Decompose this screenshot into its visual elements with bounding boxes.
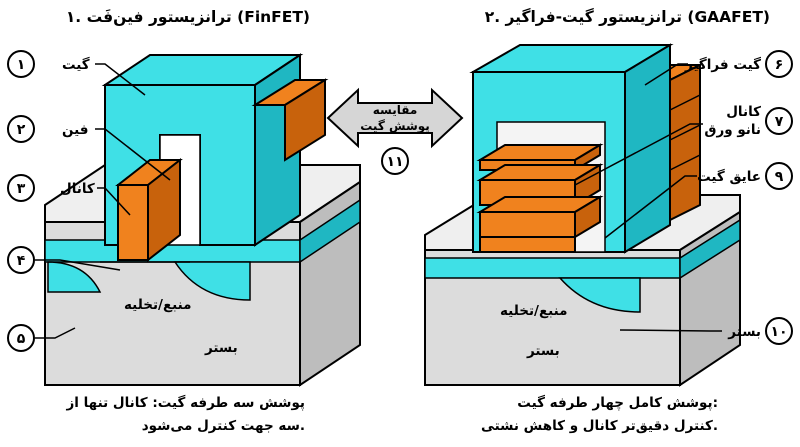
label-gaa-insulator: عایق گیت [697,168,761,185]
finfet-caption-line-1: پوشش سه طرفه گیت: کانال تنها از [66,394,305,411]
label-gaa-channel-1: کانال [726,104,761,120]
callout-number-4: ۴ [17,253,26,269]
callout-circle-4 [7,246,35,274]
compare-label-line-1: مقایسه [373,103,418,117]
callout-number-6: ۶ [775,57,784,73]
label-gaa-bottom-substrate: بستر [526,343,560,359]
gaafet-gate-side [624,43,671,254]
label-fin: فین [62,122,89,138]
gaafet-drain-region [558,277,641,313]
callout-circle-5 [7,324,35,352]
finfet-title: ۱. ترانزیستور فین‌فَت (FinFET) [66,8,310,26]
callout-number-5: ۵ [17,331,26,347]
label-source-drain: منبع/تخلیه [124,297,192,313]
callout-number-7: ۷ [775,114,784,130]
label-substrate: بستر [204,340,238,356]
gaafet-caption-line-2: کنترل دقیق‌تر کانال و کاهش نشتی. [481,418,718,434]
gaafet-caption-line-1: پوشش کامل چهار طرفه گیت: [517,394,718,411]
callout-number-1: ۱ [17,57,26,73]
callout-circle-7 [765,107,793,135]
callout-circle-11 [381,147,409,175]
gaafet-nanosheets [476,143,604,253]
finfet-drain-region [173,261,251,301]
label-gaa-gate: گیت فراگیر [684,56,761,73]
compare-label-line-2: پوشش گیت [360,119,430,134]
label-channel: کانال [60,181,95,197]
callout-circle-1 [7,50,35,78]
finfet-illustration [44,53,361,387]
callout-number-9: ۹ [775,169,784,185]
finfet-caption-line-2: سه جهت کنترل می‌شود. [142,418,305,434]
gaafet-callouts: ۶ ۷ ۹ ۱۰ گیت فراگیر کانال نانو ورق عایق … [500,50,793,359]
label-gaa-substrate: بستر [727,324,761,340]
callout-number-2: ۲ [17,122,26,138]
callout-circle-9 [765,162,793,190]
callout-circle-10 [765,317,793,345]
gaafet-illustration [424,43,741,387]
gaafet-title: ۲. ترانزیستور گیت-فراگیر (GAAFET) [485,7,770,26]
finfet-callouts: ۱ ۲ ۳ ۴ ۵ گیت فین کانال منبع/تخلیه بستر [7,50,238,356]
callout-number-10: ۱۰ [770,324,787,340]
finfet-fin-front [117,184,149,261]
label-gaa-source-drain: منبع/تخلیه [500,303,568,319]
callout-number-3: ۳ [17,181,26,197]
callout-number-11: ۱۱ [386,154,403,170]
gaafet-oxide-stripe [424,257,681,279]
callout-circle-3 [7,174,35,202]
callout-circle-6 [765,50,793,78]
compare-arrow: مقایسه پوشش گیت ۱۱ [326,87,464,175]
callout-circle-2 [7,115,35,143]
label-gaa-channel-2: نانو ورق [704,122,761,138]
finfet-source-region [47,261,102,293]
label-gate: گیت [62,56,90,73]
